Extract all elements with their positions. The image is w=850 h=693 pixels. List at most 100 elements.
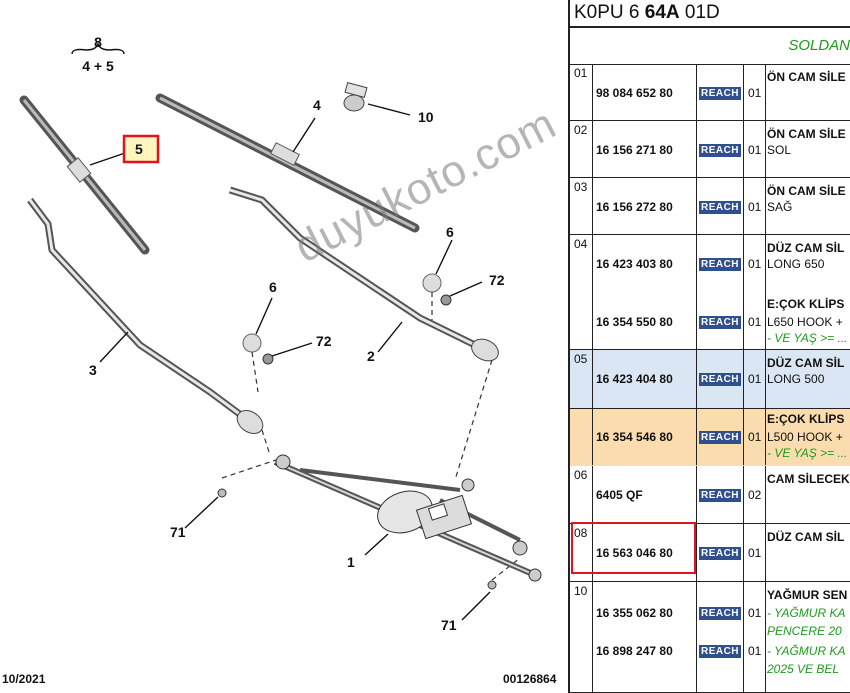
part-description: ÖN CAM SİLE (767, 184, 846, 198)
callout-71-right[interactable]: 71 (441, 617, 457, 633)
part-number[interactable]: 16 354 546 80 (596, 430, 673, 444)
column-divider (765, 121, 766, 177)
part-description: - YAĞMUR KA (767, 644, 846, 658)
part-description: - VE YAŞ >= ... (767, 446, 848, 460)
callout-6-left[interactable]: 6 (269, 279, 277, 295)
part-description: LONG 500 (767, 372, 825, 386)
row-number: 10 (574, 584, 588, 598)
quantity: 01 (748, 606, 762, 620)
callout-3[interactable]: 3 (89, 362, 97, 378)
callout-5-highlight (122, 134, 160, 164)
column-divider (696, 466, 697, 523)
reach-badge: REACH (699, 144, 741, 157)
column-divider (696, 178, 697, 234)
part-description: SOL (767, 143, 792, 157)
column-divider (743, 350, 744, 465)
callout-1[interactable]: 1 (347, 554, 355, 570)
column-divider (592, 350, 593, 465)
reach-badge: REACH (699, 258, 741, 271)
column-divider (592, 178, 593, 234)
bolt-71-right[interactable] (487, 580, 497, 590)
callout-71-left[interactable]: 71 (170, 524, 186, 540)
callout-2[interactable]: 2 (367, 348, 375, 364)
part-description: E:ÇOK KLİPS (767, 412, 845, 426)
cap-6-left[interactable] (242, 333, 262, 353)
wiper-exploded-diagram: 8 4 + 5 (19, 34, 542, 633)
column-divider (696, 582, 697, 692)
wiper-blade-5[interactable] (19, 95, 150, 255)
column-divider (743, 235, 744, 349)
row-number: 04 (574, 237, 588, 251)
part-number[interactable]: 16 563 046 80 (596, 546, 673, 560)
part-description: SAĞ (767, 200, 793, 214)
nut-72-left[interactable] (262, 353, 274, 365)
row-08-highlight (571, 522, 696, 574)
column-divider (765, 235, 766, 349)
column-divider (696, 524, 697, 581)
part-number[interactable]: 16 355 062 80 (596, 606, 673, 620)
column-divider (765, 582, 766, 692)
row-number: 03 (574, 180, 588, 194)
column-divider (696, 64, 697, 120)
column-divider (592, 235, 593, 349)
wiper-motor-linkage-1[interactable] (273, 454, 542, 582)
row-number: 01 (574, 66, 588, 80)
callout-72-right[interactable]: 72 (489, 272, 505, 288)
part-number[interactable]: 98 084 652 80 (596, 86, 673, 100)
part-number[interactable]: 16 156 272 80 (596, 200, 673, 214)
part-number[interactable]: 16 423 403 80 (596, 257, 673, 271)
panel-title-prefix: K0PU 6 (574, 2, 645, 23)
reach-badge: REACH (699, 316, 741, 329)
quantity: 01 (748, 200, 762, 214)
part-description: DÜZ CAM SİL (767, 241, 845, 255)
callout-6-right[interactable]: 6 (446, 224, 454, 240)
part-description: E:ÇOK KLİPS (767, 297, 845, 311)
part-number[interactable]: 16 898 247 80 (596, 644, 673, 658)
callout-72-left[interactable]: 72 (316, 333, 332, 349)
group-bracket: 8 4 + 5 (71, 34, 125, 74)
column-divider (696, 350, 697, 465)
callout-5[interactable]: 5 (135, 141, 143, 157)
cap-6-right[interactable] (422, 273, 442, 293)
wiper-arm-2[interactable] (228, 186, 502, 365)
quantity: 01 (748, 372, 762, 386)
column-divider (765, 64, 766, 120)
part-number[interactable]: 6405 QF (596, 488, 643, 502)
part-number[interactable]: 16 156 271 80 (596, 143, 673, 157)
section-header: SOLDAN (570, 28, 850, 65)
callout-10[interactable]: 10 (418, 109, 434, 125)
rain-sensor-10[interactable] (343, 81, 368, 112)
column-divider (743, 178, 744, 234)
column-divider (765, 350, 766, 465)
bolt-71-left[interactable] (217, 488, 227, 498)
quantity: 01 (748, 430, 762, 444)
reach-badge: REACH (699, 489, 741, 502)
title-rule (570, 26, 850, 28)
part-description: - YAĞMUR KA (767, 606, 846, 620)
reach-badge: REACH (699, 373, 741, 386)
column-divider (592, 466, 593, 523)
column-divider (592, 524, 593, 581)
callout-4[interactable]: 4 (313, 97, 321, 113)
column-divider (765, 178, 766, 234)
panel-title-suffix: 01D (679, 2, 720, 23)
part-number[interactable]: 16 354 550 80 (596, 315, 673, 329)
part-description: ÖN CAM SİLE (767, 127, 846, 141)
part-description: DÜZ CAM SİL (767, 356, 845, 370)
nut-72-right[interactable] (440, 294, 452, 306)
wiper-arm-3[interactable] (27, 197, 267, 438)
column-divider (743, 582, 744, 692)
wiper-blade-4[interactable] (155, 93, 420, 233)
reach-badge: REACH (699, 607, 741, 620)
column-divider (696, 235, 697, 349)
column-divider (743, 466, 744, 523)
part-number[interactable]: 16 423 404 80 (596, 372, 673, 386)
